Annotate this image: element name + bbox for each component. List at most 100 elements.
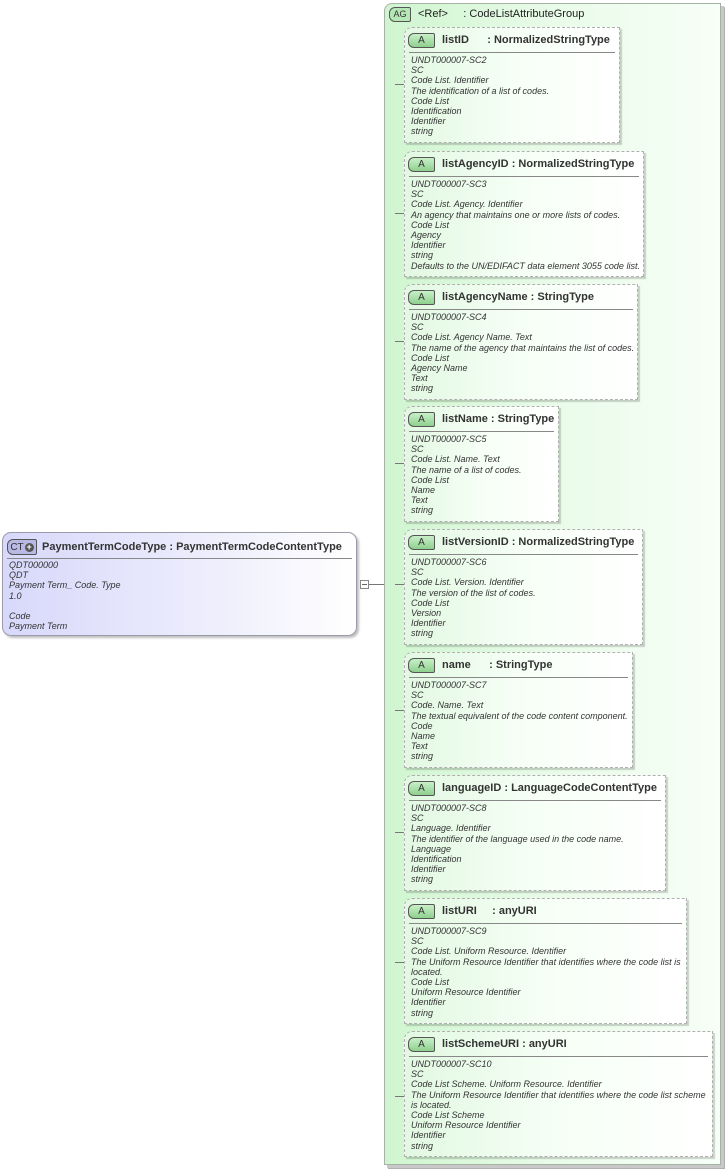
attribute-annotations: UNDT000007-SC2 SC Code List. Identifier …: [411, 55, 549, 137]
branch-line: [395, 710, 404, 711]
annotation-line: SC: [411, 444, 424, 455]
complex-type-name: PaymentTermCodeType: [42, 541, 167, 553]
attribute-type: StringType: [497, 413, 555, 425]
annotation-line: Code: [411, 720, 433, 731]
annotation-line: The Uniform Resource Identifier that ide…: [411, 956, 681, 967]
annotation-line: Identifier: [411, 864, 446, 875]
annotation-line: QDT000000: [9, 560, 59, 570]
annotation-line: The textual equivalent of the code conte…: [411, 710, 628, 721]
annotation-line: UNDT000007-SC10: [411, 1059, 492, 1069]
attribute-group-type: CodeListAttributeGroup: [469, 8, 585, 20]
annotation-line: Name: [411, 731, 436, 742]
attribute-node-listAgencyName[interactable]: A listAgencyName : StringType UNDT000007…: [404, 284, 638, 400]
annotation-line: The name of the agency that maintains th…: [411, 342, 635, 353]
attribute-header: A languageID : LanguageCodeContentType: [408, 780, 657, 796]
annotation-line: Agency Name: [411, 363, 468, 374]
annotation-line: Code List: [411, 95, 450, 106]
annotation-line: string: [411, 383, 434, 394]
branch-line: [395, 584, 404, 585]
annotation-line: UNDT000007-SC9: [411, 926, 487, 936]
attribute-name: listAgencyName: [442, 291, 528, 303]
attribute-annotations: UNDT000007-SC8 SC Language. Identifier T…: [411, 803, 624, 885]
attribute-header: A listURI : anyURI: [408, 903, 537, 919]
annotation-line: QDT: [9, 570, 28, 581]
annotation-line: Language. Identifier: [411, 823, 491, 834]
attribute-annotations: UNDT000007-SC3 SC Code List. Agency. Ide…: [411, 179, 640, 271]
annotation-line: Agency: [411, 230, 442, 241]
annotation-line: Code List: [411, 352, 450, 363]
type-separator: :: [447, 8, 470, 20]
annotation-line: SC: [411, 690, 424, 701]
attribute-icon: A: [408, 32, 435, 48]
attribute-group-ref: <Ref>: [418, 8, 448, 20]
annotation-line: Code List. Agency. Identifier: [411, 199, 523, 210]
annotation-line: Code List: [411, 977, 450, 988]
annotation-line: Code List: [411, 219, 450, 230]
annotation-line: string: [411, 505, 434, 516]
annotation-line: Code List. Uniform Resource. Identifier: [411, 946, 567, 957]
attribute-type: NormalizedStringType: [518, 158, 635, 170]
complex-type-annotations: QDT000000 QDT Payment Term_ Code. Type 1…: [9, 560, 121, 631]
annotation-line: [9, 601, 121, 611]
attribute-node-name[interactable]: A name : StringType UNDT000007-SC7 SC Co…: [404, 652, 633, 768]
annotation-line: Code List Scheme: [411, 1110, 485, 1121]
attribute-node-listID[interactable]: A listID : NormalizedStringType UNDT0000…: [404, 27, 620, 143]
attribute-type: StringType: [495, 659, 553, 671]
attribute-type: LanguageCodeContentType: [511, 782, 657, 794]
type-separator: :: [487, 413, 498, 425]
attribute-type: NormalizedStringType: [518, 536, 635, 548]
annotation-line: Identifier: [411, 240, 446, 251]
annotation-line: string: [411, 628, 434, 639]
attribute-icon: A: [408, 657, 435, 673]
divider: [409, 554, 638, 555]
annotation-line: The identifier of the language used in t…: [411, 833, 624, 844]
attribute-type: anyURI: [528, 1038, 567, 1050]
complex-type-node[interactable]: CT+ PaymentTermCodeType : PaymentTermCod…: [2, 532, 357, 636]
annotation-line: string: [411, 874, 434, 885]
annotation-line: Code List. Name. Text: [411, 454, 500, 465]
attribute-icon: A: [408, 156, 435, 172]
annotation-line: is located.: [411, 1099, 452, 1110]
complex-type-icon: CT+: [7, 539, 37, 555]
divider: [409, 52, 615, 53]
annotation-line: string: [411, 1140, 434, 1151]
type-separator: :: [527, 291, 538, 303]
annotation-line: Identification: [411, 106, 462, 117]
annotation-line: The identification of a list of codes.: [411, 85, 550, 96]
attribute-annotations: UNDT000007-SC6 SC Code List. Version. Id…: [411, 557, 536, 639]
complex-type-header: CT+ PaymentTermCodeType : PaymentTermCod…: [7, 537, 352, 557]
attribute-group-header: AG <Ref> : CodeListAttributeGroup: [389, 6, 584, 22]
annotation-line: Identification: [411, 854, 462, 865]
attribute-node-listURI[interactable]: A listURI : anyURI UNDT000007-SC9 SC Cod…: [404, 898, 687, 1024]
annotation-line: Code List Scheme. Uniform Resource. Iden…: [411, 1079, 602, 1090]
attribute-icon: A: [408, 1036, 435, 1052]
attribute-name: name: [442, 659, 471, 671]
annotation-line: Text: [411, 373, 428, 384]
divider: [409, 309, 633, 310]
complex-type-badge-label: CT: [10, 541, 24, 553]
annotation-line: Defaults to the UN/EDIFACT data element …: [411, 260, 640, 271]
attribute-name: listID: [442, 34, 469, 46]
divider: [7, 558, 352, 559]
annotation-line: Language: [411, 843, 452, 854]
annotation-line: UNDT000007-SC5: [411, 434, 487, 444]
type-separator: :: [508, 158, 519, 170]
attribute-node-languageID[interactable]: A languageID : LanguageCodeContentType U…: [404, 775, 666, 891]
attribute-type: StringType: [537, 291, 595, 303]
attribute-node-listVersionID[interactable]: A listVersionID : NormalizedStringType U…: [404, 529, 643, 645]
attribute-type: NormalizedStringType: [493, 34, 610, 46]
collapse-toggle-button[interactable]: [360, 580, 369, 589]
attribute-node-listName[interactable]: A listName : StringType UNDT000007-SC5 S…: [404, 406, 559, 522]
attribute-icon: A: [408, 289, 435, 305]
attribute-node-listAgencyID[interactable]: A listAgencyID : NormalizedStringType UN…: [404, 151, 644, 277]
type-separator: :: [501, 782, 512, 794]
attribute-type: anyURI: [498, 905, 537, 917]
annotation-line: SC: [411, 567, 424, 578]
divider: [409, 923, 682, 924]
annotation-line: The version of the list of codes.: [411, 587, 536, 598]
attribute-node-listSchemeURI[interactable]: A listSchemeURI : anyURI UNDT000007-SC10…: [404, 1031, 713, 1157]
annotation-line: SC: [411, 322, 424, 333]
annotation-line: SC: [411, 65, 424, 76]
attribute-annotations: UNDT000007-SC7 SC Code. Name. Text The t…: [411, 680, 628, 762]
annotation-line: Code List. Version. Identifier: [411, 577, 524, 588]
